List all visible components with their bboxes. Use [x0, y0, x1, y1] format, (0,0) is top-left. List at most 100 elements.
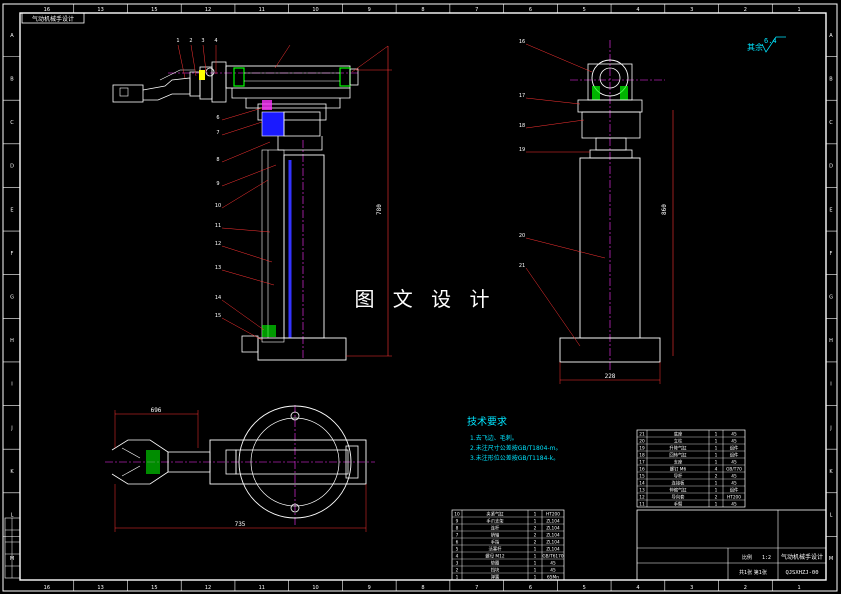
parts-cell: 组件: [730, 444, 739, 451]
parts-cell: 2: [715, 473, 718, 479]
parts-cell: 伸缩气缸: [669, 486, 687, 493]
callout-label: 4: [214, 38, 217, 44]
parts-cell: 2: [456, 567, 459, 573]
design-title: 气动机械手设计: [781, 553, 823, 561]
parts-cell: ZL104: [546, 518, 560, 524]
zone-label-bottom: 15: [151, 585, 157, 591]
zone-label-right: G: [829, 295, 833, 301]
zone-label-left: K: [10, 469, 14, 475]
parts-cell: 1: [534, 560, 537, 566]
parts-cell: 11: [639, 501, 645, 507]
parts-cell: 2: [715, 494, 718, 500]
zone-label-bottom: 1: [798, 585, 801, 591]
parts-cell: 21: [639, 431, 645, 437]
parts-cell: 4: [715, 466, 718, 472]
parts-cell: 手爪支架: [486, 517, 504, 524]
zone-label-bottom: 2: [744, 585, 747, 591]
side-height-dim: 860: [661, 204, 668, 215]
tech-req-item-2: 2.未注尺寸公差按GB/T1804-m。: [470, 444, 561, 452]
zone-label-right: K: [829, 469, 833, 475]
parts-cell: 45: [550, 567, 556, 573]
parts-cell: 15: [639, 473, 645, 479]
parts-cell: 导向套: [672, 493, 686, 500]
zone-label-bottom: 3: [690, 585, 693, 591]
zone-label-top: 7: [475, 7, 478, 13]
drawing-number: QJSXHZJ-00: [785, 570, 818, 576]
title-tab-box: [21, 12, 85, 24]
revision-stamp: [4, 517, 21, 579]
parts-cell: 17: [639, 459, 645, 465]
parts-cell: 14: [639, 480, 645, 486]
parts-cell: 连接板: [672, 479, 686, 486]
parts-cell: 1: [715, 459, 718, 465]
parts-cell: 3: [456, 560, 459, 566]
front-height-dim: 780: [376, 204, 383, 215]
watermark: 图 文 设 计: [354, 287, 495, 311]
zone-label-right: C: [829, 120, 833, 126]
parts-cell: 1: [456, 574, 459, 580]
callout-label: 2: [189, 38, 192, 44]
sheet-info: 共1张 第1张: [739, 569, 767, 576]
title-tab: 气动机械手设计: [32, 15, 74, 23]
parts-cell: 9: [456, 518, 459, 524]
zone-label-right: M: [829, 556, 833, 562]
callout-label: 20: [519, 233, 525, 239]
zone-label-top: 10: [312, 7, 318, 13]
parts-cell: 1: [534, 511, 537, 517]
parts-cell: 13: [639, 487, 645, 493]
title-block: 气动机械手设计 QJSXHZJ-00 比例 1:2 共1张 第1张: [636, 509, 827, 581]
zone-label-right: B: [829, 76, 833, 82]
parts-cell: 螺母 M12: [485, 552, 504, 559]
zone-label-top: 8: [421, 7, 424, 13]
callout-label: 7: [216, 130, 219, 136]
parts-cell: 活塞杆: [489, 545, 503, 552]
parts-cell: ZL104: [546, 532, 560, 538]
top-width-dim: 696: [151, 407, 162, 414]
parts-cell: 螺钉 M6: [670, 465, 687, 472]
surface-finish-symbol: 其余 6.4: [747, 36, 786, 53]
parts-cell: 1: [534, 574, 537, 580]
parts-cell: 立柱: [674, 437, 683, 444]
parts-cell: 1: [715, 445, 718, 451]
parts-cell: 1: [534, 518, 537, 524]
zone-label-top: 6: [529, 7, 532, 13]
parts-cell: ZL104: [546, 539, 560, 545]
zone-label-top: 13: [97, 7, 103, 13]
parts-cell: 挡块: [491, 566, 500, 573]
parts-cell: 1: [534, 567, 537, 573]
zone-label-bottom: 8: [421, 585, 424, 591]
zone-label-top: 15: [151, 7, 157, 13]
zone-label-left: J: [10, 425, 12, 431]
zone-label-top: 9: [368, 7, 371, 13]
parts-cell: 组件: [730, 451, 739, 458]
parts-cell: 12: [639, 494, 645, 500]
zone-label-bottom: 12: [205, 585, 211, 591]
inner-border: [19, 12, 827, 581]
callout-label: 19: [519, 147, 525, 153]
zone-label-left: D: [10, 164, 14, 170]
callout-label: 14: [215, 295, 221, 301]
callout-label: 16: [519, 39, 525, 45]
zone-label-bottom: 7: [475, 585, 478, 591]
zone-label-left: G: [10, 295, 14, 301]
zone-label-bottom: 9: [368, 585, 371, 591]
parts-cell: 垫圈: [491, 559, 500, 566]
parts-cell: 1: [715, 431, 718, 437]
top-view: 696 735: [105, 405, 375, 532]
zone-label-left: F: [11, 251, 14, 257]
outer-border: [2, 3, 838, 592]
parts-cell: 18: [639, 452, 645, 458]
zone-label-bottom: 6: [529, 585, 532, 591]
parts-cell: 升降气缸: [669, 444, 687, 451]
parts-cell: 支座: [674, 458, 683, 465]
parts-cell: 手臂: [674, 500, 683, 507]
parts-cell: 2: [534, 539, 537, 545]
zone-label-top: 1: [798, 7, 801, 13]
zone-label-right: A: [829, 33, 833, 39]
parts-cell: ZL104: [546, 546, 560, 552]
